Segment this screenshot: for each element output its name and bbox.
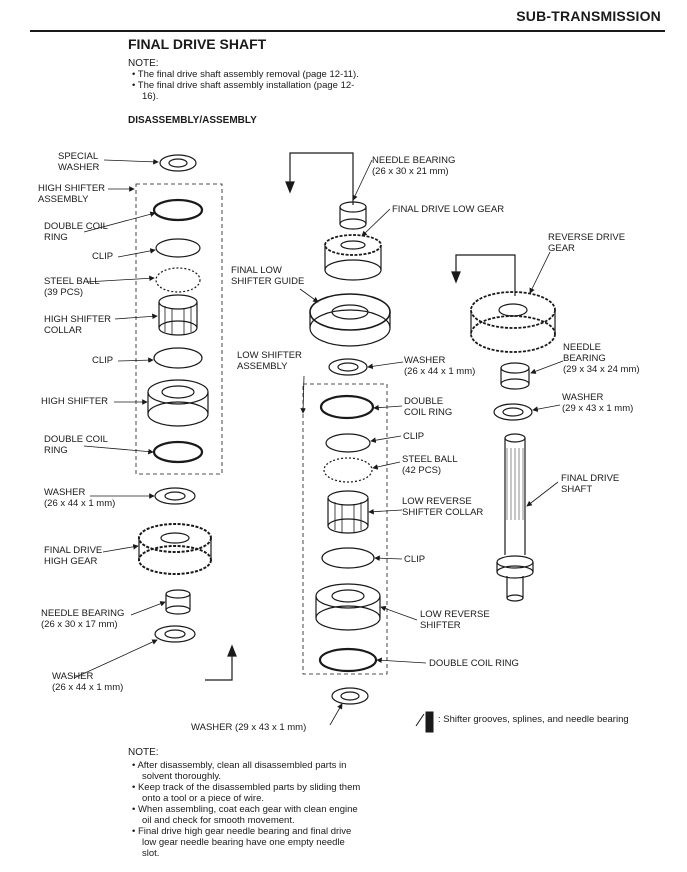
clip-center-1: [325, 433, 371, 453]
bottom-note: NOTE: • After disassembly, clean all dis…: [128, 747, 398, 859]
top-note-item: • The final drive shaft assembly removal…: [132, 69, 359, 80]
washer-left-1: [154, 487, 196, 505]
section-header: SUB-TRANSMISSION: [516, 8, 661, 24]
double-coil-ring-center-bottom: [318, 647, 378, 673]
label-washer-right: WASHER(29 x 43 x 1 mm): [562, 392, 634, 414]
reverse-drive-gear: [470, 291, 556, 353]
bottom-note-item-cont: solvent thoroughly.: [142, 771, 222, 782]
label-needle-bearing-left: NEEDLE BEARING(26 x 30 x 17 mm): [41, 608, 125, 630]
final-low-shifter-guide: [309, 293, 391, 347]
bottom-note-item-cont: slot.: [142, 848, 160, 859]
label-washer-left-1: WASHER(26 x 44 x 1 mm): [44, 487, 116, 509]
final-drive-high-gear: [138, 523, 212, 575]
double-coil-ring-mid: [152, 440, 204, 464]
header-rule: [30, 30, 665, 32]
label-needle-bearing-center: NEEDLE BEARING(26 x 30 x 21 mm): [372, 155, 456, 177]
top-note-item: • The final drive shaft assembly install…: [132, 80, 355, 91]
steel-balls-39: [155, 267, 201, 293]
oil-can-icon: [415, 711, 434, 733]
final-drive-low-gear: [324, 234, 382, 281]
top-note-item-cont: 16).: [142, 91, 159, 102]
label-clip-center-1: CLIP: [403, 431, 425, 442]
steel-balls-42: [323, 457, 373, 483]
bottom-note-heading: NOTE:: [128, 747, 159, 758]
legend-text: : Shifter grooves, splines, and needle b…: [438, 714, 629, 725]
high-shifter-collar: [158, 294, 198, 336]
label-washer-center-bottom: WASHER (29 x 43 x 1 mm): [191, 722, 307, 733]
double-coil-ring-center: [319, 394, 375, 420]
needle-bearing-right: [500, 362, 530, 390]
low-reverse-shifter: [315, 583, 381, 631]
washer-left-2: [154, 625, 196, 643]
direction-arrow-right: [455, 254, 516, 296]
double-coil-ring-top: [152, 198, 204, 222]
final-drive-shaft: [496, 433, 534, 602]
label-clip-center-2: CLIP: [404, 554, 426, 565]
needle-bearing-center: [339, 201, 367, 230]
bottom-note-item-cont: low gear needle bearing have one empty n…: [142, 837, 345, 848]
low-reverse-shifter-collar: [327, 490, 369, 534]
clip-1: [155, 238, 201, 258]
label-clip-2: CLIP: [92, 355, 114, 366]
subheading: DISASSEMBLY/ASSEMBLY: [128, 115, 257, 126]
special-washer: [159, 154, 197, 172]
label-steel-ball-39: STEEL BALL(39 PCS): [44, 276, 100, 298]
washer-center-1: [328, 358, 368, 376]
clip-center-2: [321, 547, 375, 569]
low-shifter-assembly-box: [302, 383, 388, 675]
washer-right: [493, 403, 533, 421]
bottom-note-item: • Final drive high gear needle bearing a…: [132, 826, 352, 837]
needle-bearing-left: [165, 589, 191, 615]
label-double-coil-ring-center-bottom: DOUBLE COIL RING: [429, 658, 519, 669]
label-clip-1: CLIP: [92, 251, 114, 262]
clip-2: [153, 347, 203, 369]
top-note: NOTE: • The final drive shaft assembly r…: [128, 58, 398, 102]
bottom-note-item: • Keep track of the disassembled parts b…: [132, 782, 361, 793]
top-note-heading: NOTE:: [128, 58, 159, 69]
washer-center-bottom: [331, 687, 369, 705]
label-steel-ball-42: STEEL BALL(42 PCS): [402, 454, 458, 476]
label-washer-center-1: WASHER(26 x 44 x 1 mm): [404, 355, 476, 377]
high-shifter: [147, 379, 209, 427]
page-title: FINAL DRIVE SHAFT: [128, 36, 267, 52]
bottom-note-item: • After disassembly, clean all disassemb…: [132, 760, 347, 771]
bottom-note-item: • When assembling, coat each gear with c…: [132, 804, 358, 815]
label-final-drive-low-gear: FINAL DRIVE LOW GEAR: [392, 204, 505, 215]
bottom-note-item-cont: oil and check for smooth movement.: [142, 815, 295, 826]
direction-arrow-center: [289, 152, 354, 205]
high-shifter-assembly-box: [135, 183, 223, 475]
bottom-note-item-cont: onto a tool or a piece of wire.: [142, 793, 264, 804]
label-high-shifter: HIGH SHIFTER: [41, 396, 109, 407]
direction-arrow-left: [205, 648, 233, 681]
label-washer-left-2: WASHER(26 x 44 x 1 mm): [52, 671, 124, 693]
